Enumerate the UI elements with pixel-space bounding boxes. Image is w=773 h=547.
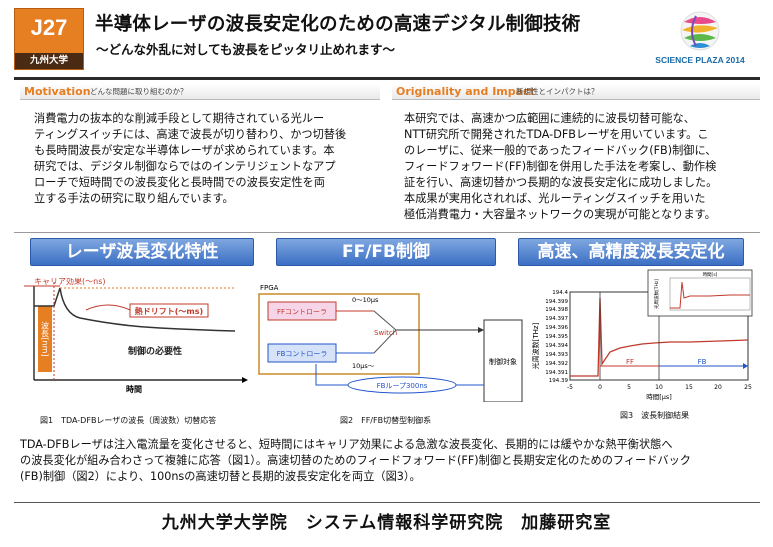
motivation-heading: Motivation [24,85,91,98]
fig3-y-tick: 194.39 [549,378,569,384]
fig1-wavelength-response: 波長[nm] キャリア効果(〜ns) 熱ドリフト(〜ms) 制御の必要性 時間 [24,278,248,394]
section-divider [14,232,760,233]
fig1-ylabel-box [38,306,52,372]
text-line: 証を行い、高速切替かつ長期的な波長安定化に成功しました。 [404,176,718,189]
fig2-target-box [483,319,523,402]
fig2-fb-time: 10μs〜 [352,362,375,370]
text-line: も長時間波長が安定な半導体レーザが求められています。本 [34,144,335,157]
motivation-subheading: どんな問題に取り組むのか？ [90,87,188,96]
fig3-inset-x-label: 時間[s] [703,272,718,278]
fig2-output-arrow [478,327,484,333]
fig1-x-arrow [242,377,248,383]
text-line: 研究では、デジタル制御ならではのインテリジェントなアプ [34,160,336,173]
fig2-ff-time: 0〜10μs [352,296,379,304]
fig3-y-tick: 194.4 [552,290,568,296]
originality-text: 本研究では、高速かつ広範囲に連続的に波長切替可能な、 NTT研究所で開発されたT… [404,111,717,223]
fig3-y-tick: 194.395 [545,334,568,340]
fig1-y-label: 波長[nm] [41,320,50,356]
text-line: のレーザに、従来一般的であったフィードバック(FB)制御に、 [404,144,717,157]
page-title: 半導体レーザの波長安定化のための高速デジタル制御技術 [95,14,581,35]
fig3-x-tick: -5 [567,384,573,391]
fig3-y-tick: 194.391 [545,370,568,376]
panel-title-ffbf: FF/FB制御 [276,238,496,266]
fig3-fb-label: FB [698,358,707,366]
footer-rule [14,502,760,503]
fig3-x-tick: 20 [714,384,722,391]
text-line: (FB)制御（図2）により、100nsの高速切替と長期的波長安定化を両立（図3）… [20,470,421,483]
university-label: 九州大学 [15,53,83,69]
text-line: 本研究では、高速かつ広範囲に連続的に波長切替可能な、 [404,112,695,125]
text-line: フィードフォワード(FF)制御を併用した手法を考案し、動作検 [404,160,717,173]
fig3-x-tick: 10 [655,384,663,391]
text-line: 本成果が実用化されれば、光ルーティングスイッチを用いた [404,192,706,205]
fig3-y-tick: 194.396 [545,325,568,331]
fig1-thermal-box [129,303,209,318]
fig2-loop-ellipse [347,376,457,394]
originality-bar: Originality and Impact 新規性とインパクトは？ [392,84,760,100]
fig2-control-diagram: FPGA FFコントローラ FBコントローラ Switch 0〜10μs 10μ… [258,284,523,402]
lab-footer: 九州大学大学院 システム情報科学研究院 加藤研究室 [161,513,612,533]
fig3-x-tick: 25 [744,384,752,391]
fig3-fb-arrow [743,363,748,369]
originality-subheading: 新規性とインパクトは？ [516,87,599,96]
originality-heading: Originality and Impact [396,85,535,98]
fig3-y-tick: 194.394 [545,343,568,349]
fig1-response-curve [34,287,236,332]
header-rule [14,77,760,80]
fig3-y-tick: 194.392 [545,361,568,367]
text-line: 極低消費電力・大容量ネットワークの実現が可能となります。 [404,208,716,221]
motivation-text: 消費電力の抜本的な削減手段として期待されている光ルー ティングスイッチには、高速… [34,111,346,207]
page-subtitle: 〜どんな外乱に対しても波長をピッタリ止めれます〜 [96,42,396,57]
text-line: 立する手法の研究に取り組んでいます。 [34,192,234,205]
summary-text: TDA-DFBレーザは注入電流量を変化させると、短時間にはキャリア効果による急激… [20,437,691,485]
poster-number: J27 [30,15,68,40]
text-line: NTT研究所で開発されたTDA-DFBレーザを用いています。こ [404,128,709,141]
fig3-caption: 図3 波長制御結果 [620,411,690,420]
fig3-y-tick: 194.397 [545,316,568,322]
text-line: TDA-DFBレーザは注入電流量を変化させると、短時間にはキャリア効果による急激… [20,438,673,451]
fig2-switch-label: Switch [374,329,397,337]
motivation-bar: Motivation どんな問題に取り組むのか？ [20,84,380,100]
fig1-x-label: 時間 [126,384,142,394]
text-line: の波長変化が組み合わさって複雑に応答（図1）。高速切替のためのフィードフォワード… [20,454,691,467]
fig3-x-tick: 15 [685,384,693,391]
poster-id-badge: J27 九州大学 [14,8,84,70]
fig1-caption: 図1 TDA-DFBレーザの波長（周波数）切替応答 [40,416,217,425]
fig1-carrier-label: キャリア効果(〜ns) [34,278,105,286]
fig3-y-tick: 194.399 [545,299,568,305]
fig3-x-label: 時間[μs] [646,393,672,401]
fig3-x-tick: 5 [627,384,631,391]
fig3-x-tick: 0 [598,384,602,391]
fig1-control-label: 制御の必要性 [128,345,182,357]
fig3-y-label: 光周波数[THz] [531,322,540,369]
panel-title-laser: レーザ波長変化特性 [30,238,254,266]
fig1-thermal-label: 熱ドリフト(〜ms) [135,306,203,316]
fig2-loop-label: FBループ300ns [377,382,428,390]
fig3-stabilization-plot: 光周波数[THz] 194.4 194.399 194.398 194.397 … [531,269,753,401]
fig1-thermal-arrow [85,304,131,311]
fig3-inset-y-label: 光周波数[THz] [653,279,660,309]
text-line: 消費電力の抜本的な削減手段として期待されている光ルー [34,112,325,125]
fig3-y-tick: 194.398 [545,307,568,313]
fig2-ff-controller: FFコントローラ [277,308,327,316]
fig3-y-tick: 194.393 [545,352,568,358]
panel-title-stabilization: 高速、高精度波長安定化 [518,238,744,266]
text-line: ローチで短時間での波長変化と長時間での波長安定性を両 [34,176,325,189]
fig2-fpga-label: FPGA [260,284,279,292]
fig2-fb-controller: FBコントローラ [277,350,328,358]
fig2-target-label: 制御対象 [489,357,517,366]
science-plaza-logo: SCIENCE PLAZA 2014 [640,8,760,72]
fig3-inset-trace [670,281,750,309]
globe-icon [680,11,720,51]
fig2-caption: 図2 FF/FB切替型制御系 [340,416,432,425]
logo-text: SCIENCE PLAZA 2014 [655,55,745,65]
text-line: ティングスイッチには、高速で波長が切り替わり、かつ切替後 [34,128,347,141]
fig3-ff-label: FF [626,358,634,366]
